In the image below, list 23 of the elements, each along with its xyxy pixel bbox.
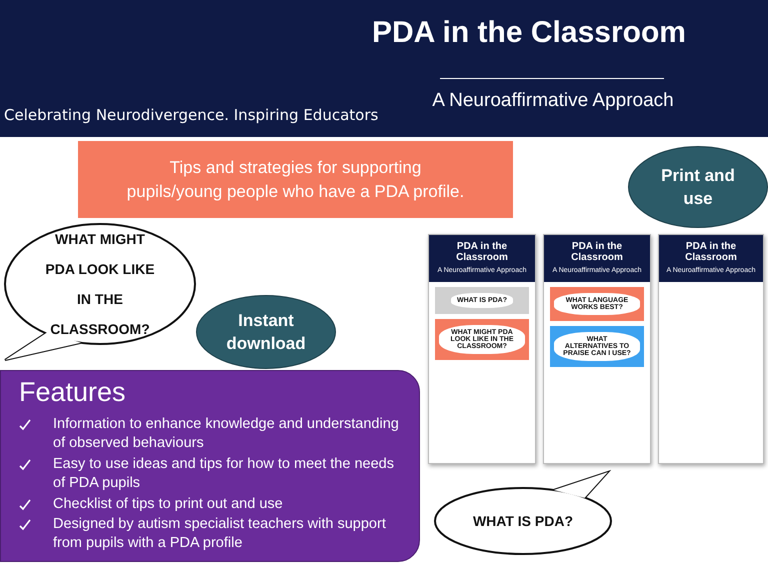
subtitle: A Neuroaffirmative Approach (431, 90, 675, 112)
panel-heading: Features (19, 377, 126, 408)
worksheet-preview (543, 234, 651, 464)
preview-title: PDA in the Classroom (570, 241, 624, 263)
feature-item: Information to enhance knowledge and understanding of observed behaviours (53, 415, 400, 453)
worksheet-preview (428, 234, 536, 464)
preview-title: PDA in the Classroom (455, 241, 509, 263)
bubble-text: WHAT MIGHT PDA LOOK LIKE IN THE CLASSROOM? (44, 230, 156, 339)
info-banner (78, 141, 513, 218)
banner-text: Tips and strategies for supporting pupils/young people who have a PDA profile. (126, 156, 466, 202)
worksheet-preview (658, 234, 764, 464)
bubble-text: WHAT IS PDA? (472, 512, 574, 531)
preview-title: PDA in the Classroom (684, 241, 738, 263)
tagline: Celebrating Neurodivergence. Inspiring Educators (4, 106, 378, 124)
speech-bubble (2, 222, 198, 362)
feature-item: Designed by autism specialist teachers with support from pupils with a PDA profile (53, 515, 387, 553)
title: PDA in the Classroom (372, 16, 686, 50)
badge-text: Print and use (660, 165, 736, 210)
speech-bubble (432, 470, 614, 556)
feature-item: Easy to use ideas and tips for how to meet the needs of PDA pupils (53, 455, 395, 493)
badge-text: Instant download (225, 310, 307, 355)
feature-item: Checklist of tips to print out and use (53, 495, 284, 514)
features-panel (0, 370, 420, 562)
